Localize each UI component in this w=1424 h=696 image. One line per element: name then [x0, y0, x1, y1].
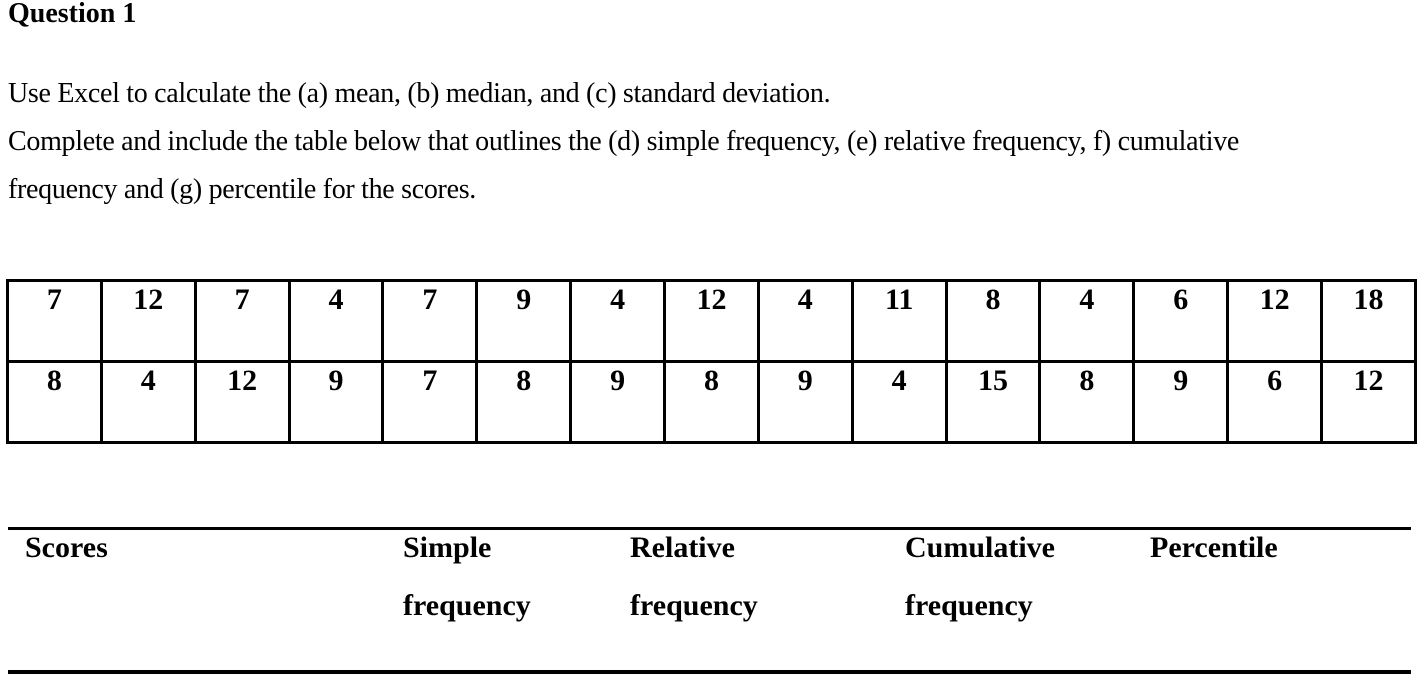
score-cell: 8	[475, 360, 573, 444]
score-cell: 4	[99, 360, 197, 444]
score-cell: 4	[756, 279, 854, 363]
score-cell: 8	[6, 360, 103, 444]
scores-data-table: 7 12 7 4 7 9 4 12 4 11 8 4 6 12 18 8 4 1…	[6, 279, 1417, 444]
score-cell: 9	[1132, 360, 1230, 444]
header-line: Simple	[403, 531, 492, 564]
score-cell: 8	[1038, 360, 1136, 444]
score-cell: 4	[850, 360, 948, 444]
score-cell: 9	[475, 279, 573, 363]
header-line: frequency	[905, 589, 1033, 622]
column-header-scores: Scores	[25, 519, 108, 577]
column-header-simple-frequency: Simple frequency	[403, 519, 531, 635]
score-cell: 9	[756, 360, 854, 444]
score-cell: 7	[381, 279, 479, 363]
header-line: Cumulative	[905, 531, 1055, 564]
score-cell: 12	[663, 279, 760, 363]
score-cell: 18	[1320, 279, 1417, 363]
score-cell: 12	[1320, 360, 1417, 444]
header-line: Scores	[25, 531, 108, 564]
instructions-paragraph: Use Excel to calculate the (a) mean, (b)…	[8, 70, 1239, 214]
score-cell: 8	[663, 360, 760, 444]
score-cell: 11	[850, 279, 948, 363]
score-cell: 7	[193, 279, 291, 363]
score-cell: 8	[944, 279, 1042, 363]
instruction-line-3: frequency and (g) percentile for the sco…	[8, 174, 477, 205]
score-cell: 7	[381, 360, 479, 444]
column-header-percentile: Percentile	[1150, 519, 1278, 577]
score-cell: 4	[287, 279, 385, 363]
score-cell: 12	[1226, 279, 1324, 363]
header-line: frequency	[630, 589, 758, 622]
frequency-table-header: Scores Simple frequency Relative frequen…	[8, 527, 1411, 674]
score-cell: 6	[1132, 279, 1230, 363]
instruction-line-2: Complete and include the table below tha…	[8, 126, 1240, 157]
scores-row-1: 7 12 7 4 7 9 4 12 4 11 8 4 6 12 18	[6, 279, 1417, 363]
column-header-relative-frequency: Relative frequency	[630, 519, 758, 635]
score-cell: 9	[287, 360, 385, 444]
scores-row-2: 8 4 12 9 7 8 9 8 9 4 15 8 9 6 12	[6, 360, 1417, 444]
score-cell: 15	[944, 360, 1042, 444]
score-cell: 12	[193, 360, 291, 444]
score-cell: 9	[569, 360, 667, 444]
score-cell: 6	[1226, 360, 1324, 444]
score-cell: 12	[99, 279, 197, 363]
instruction-line-1: Use Excel to calculate the (a) mean, (b)…	[8, 78, 831, 109]
score-cell: 4	[569, 279, 667, 363]
score-cell: 7	[6, 279, 103, 363]
score-cell: 4	[1038, 279, 1136, 363]
column-header-cumulative-frequency: Cumulative frequency	[905, 519, 1055, 635]
question-heading: Question 1	[8, 0, 137, 29]
header-line: Relative	[630, 531, 735, 564]
header-line: frequency	[403, 589, 531, 622]
header-line: Percentile	[1150, 531, 1278, 564]
